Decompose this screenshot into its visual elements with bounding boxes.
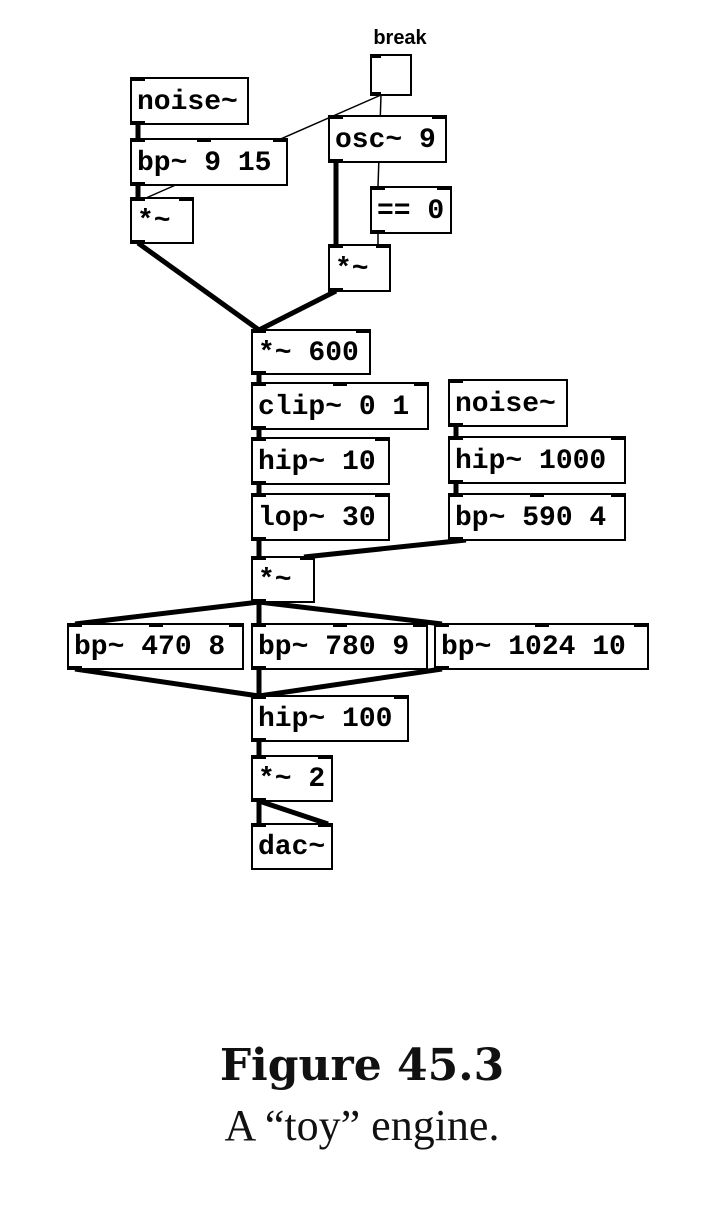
object-hip100[interactable]: hip~ 100	[251, 695, 409, 742]
object-hip10-label: hip~ 10	[258, 447, 376, 478]
object-bp1024[interactable]: bp~ 1024 10	[434, 623, 649, 670]
object-bp1-label: bp~ 9 15	[137, 148, 271, 179]
object-lop30-label: lop~ 30	[258, 503, 376, 534]
object-bp780-label: bp~ 780 9	[258, 632, 409, 663]
object-bp470[interactable]: bp~ 470 8	[67, 623, 244, 670]
object-mul1-label: *~	[137, 206, 171, 237]
object-osc-label: osc~ 9	[335, 125, 436, 156]
object-eq0[interactable]: == 0	[370, 186, 452, 234]
object-mul3[interactable]: *~	[251, 556, 315, 603]
object-mul2b[interactable]: *~ 2	[251, 755, 333, 802]
wire-bp590-to-mul3	[303, 537, 467, 560]
wire-bp1024-to-hip100	[258, 666, 443, 699]
figure-caption: A “toy” engine.	[224, 1101, 500, 1150]
object-dac[interactable]: dac~	[251, 823, 333, 870]
object-hip100-label: hip~ 100	[258, 704, 392, 735]
wire-mul3-to-bp1024	[258, 599, 443, 627]
object-hip10[interactable]: hip~ 10	[251, 437, 390, 485]
object-clip[interactable]: clip~ 0 1	[251, 382, 429, 430]
wire-mul2b-to-dac-right	[258, 798, 329, 827]
object-bp590-label: bp~ 590 4	[455, 503, 606, 534]
object-noise2-label: noise~	[455, 389, 556, 420]
object-noise2[interactable]: noise~	[448, 379, 568, 427]
object-bp1024-label: bp~ 1024 10	[441, 632, 626, 663]
break-bang[interactable]: break	[370, 27, 428, 96]
object-bp780[interactable]: bp~ 780 9	[251, 623, 428, 670]
wire-bp470-to-hip100	[74, 666, 260, 699]
object-osc[interactable]: osc~ 9	[328, 115, 447, 163]
object-mul2[interactable]: *~	[328, 244, 391, 292]
object-eq0-label: == 0	[377, 196, 444, 227]
object-hip1000[interactable]: hip~ 1000	[448, 436, 626, 484]
figure-title: Figure 45.3	[219, 1040, 505, 1091]
object-mul1[interactable]: *~	[130, 197, 194, 244]
object-mul2b-label: *~ 2	[258, 764, 325, 795]
wire-mul3-to-bp470	[74, 599, 260, 627]
object-bp470-label: bp~ 470 8	[74, 632, 225, 663]
object-bp1[interactable]: bp~ 9 15	[130, 138, 288, 186]
object-mul600-label: *~ 600	[258, 338, 359, 369]
wire-mul1-to-mul600	[136, 240, 261, 333]
object-lop30[interactable]: lop~ 30	[251, 493, 390, 541]
wire-mul2-to-mul600	[257, 288, 338, 333]
object-mul2-label: *~	[335, 254, 369, 285]
object-noise1[interactable]: noise~	[130, 77, 249, 125]
object-bp590[interactable]: bp~ 590 4	[448, 493, 626, 541]
object-noise1-label: noise~	[137, 87, 238, 118]
break-label: break	[373, 27, 427, 49]
object-clip-label: clip~ 0 1	[258, 392, 409, 423]
object-mul3-label: *~	[258, 565, 292, 596]
object-dac-label: dac~	[258, 832, 325, 863]
object-mul600[interactable]: *~ 600	[251, 329, 371, 375]
object-hip1000-label: hip~ 1000	[455, 446, 606, 477]
